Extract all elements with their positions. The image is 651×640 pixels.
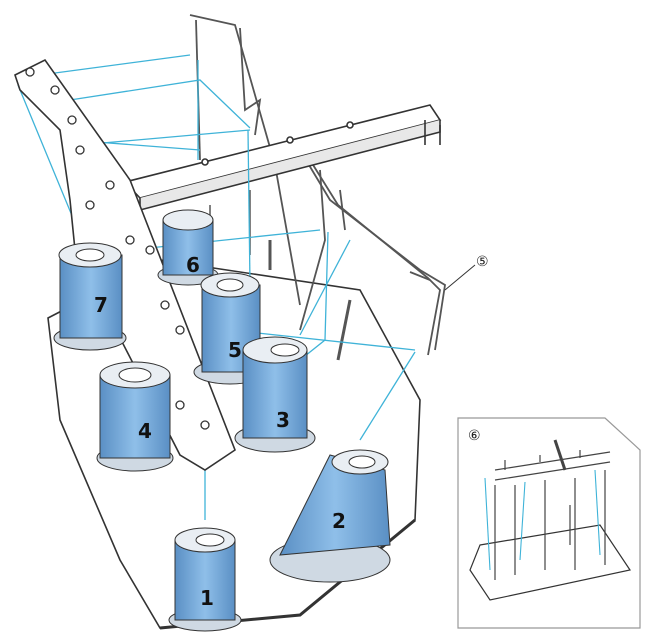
spool-4: 4: [97, 362, 173, 471]
spool-label: 7: [94, 293, 108, 317]
spool-posts: [210, 190, 250, 260]
callout-label: ⑤: [476, 254, 489, 270]
spool-7: 7: [54, 243, 126, 350]
inset-panel: ⑥: [458, 418, 640, 628]
spool-label: 4: [138, 419, 152, 443]
spool-1: 1: [169, 528, 241, 631]
spool-3: 3: [235, 337, 315, 452]
spool-label: 1: [200, 586, 214, 610]
spool-label: 2: [332, 509, 346, 533]
spool-label: 5: [228, 338, 242, 362]
inset-callout-label: ⑥: [468, 428, 481, 444]
spool-label: 6: [186, 253, 200, 277]
spool-label: 3: [276, 408, 290, 432]
callout-5: ⑤: [445, 254, 489, 290]
spool-6: 6: [158, 210, 218, 285]
top-bar: [125, 105, 440, 210]
